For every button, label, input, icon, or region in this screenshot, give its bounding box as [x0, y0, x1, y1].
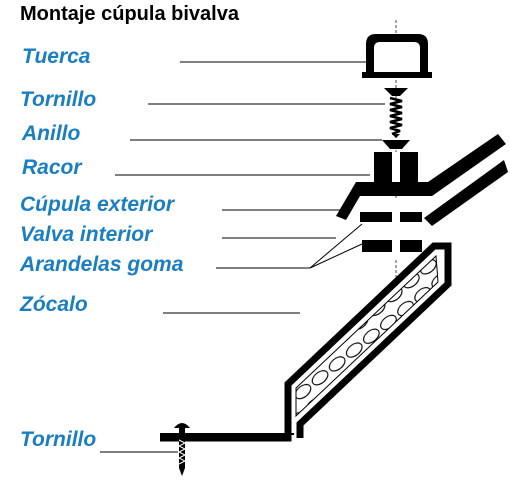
rubber-washer-upper [360, 212, 422, 222]
label-racor: Racor [22, 156, 82, 179]
label-tornillo-bottom: Tornillo [20, 428, 97, 451]
outer-dome-part [336, 134, 506, 220]
leader-arandela-upper [309, 223, 363, 269]
inner-valve-part [424, 160, 508, 226]
label-anillo: Anillo [22, 122, 81, 145]
label-valva-interior: Valva interior [20, 223, 153, 246]
label-tornillo-top: Tornillo [20, 88, 97, 111]
diagram-title: Montaje cúpula bivalva [20, 3, 239, 25]
nut-cap-part [362, 34, 432, 78]
leader-arandela-lower [309, 243, 363, 269]
ring-part [382, 140, 410, 149]
base-part [160, 242, 452, 442]
label-zocalo: Zócalo [20, 293, 88, 316]
bottom-screw-part [174, 423, 190, 476]
label-cupula-exterior: Cúpula exterior [20, 193, 175, 216]
label-arandelas-goma: Arandelas goma [20, 253, 184, 276]
label-tuerca: Tuerca [22, 45, 91, 68]
top-screw-part [384, 88, 408, 138]
leader-lines [100, 61, 385, 453]
screw-channel [392, 200, 400, 260]
